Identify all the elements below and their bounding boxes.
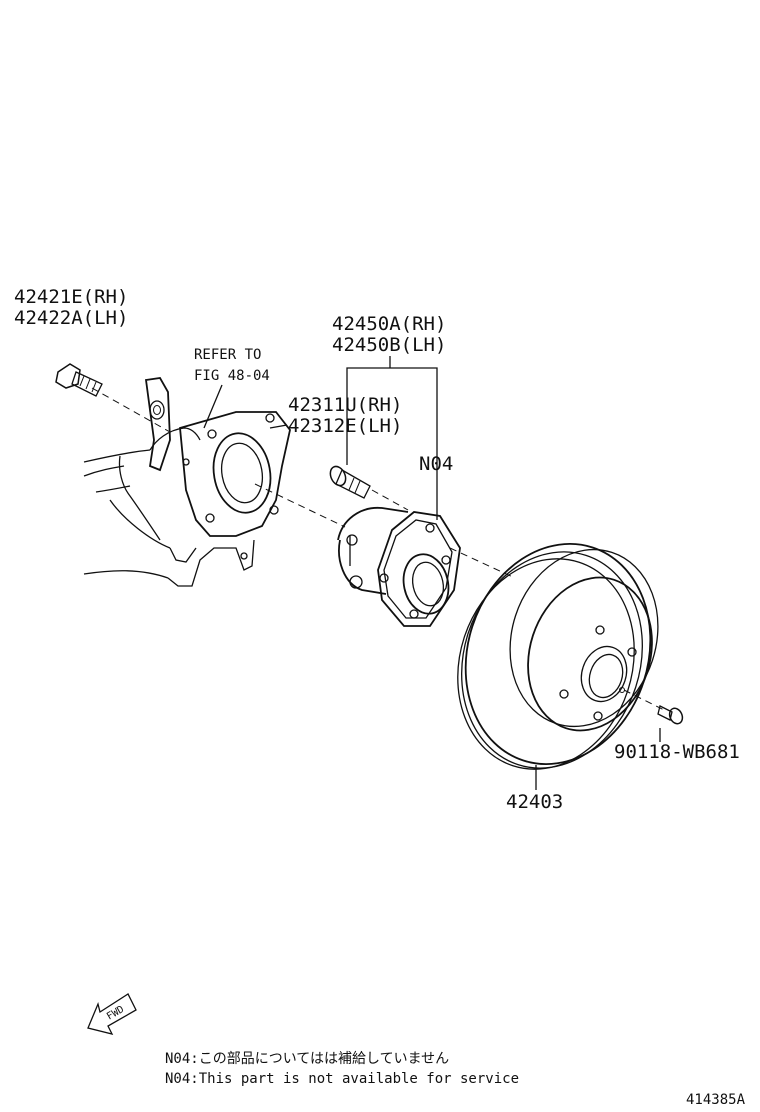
fwd-arrow-icon: FWD [87,993,137,1035]
label-knuckle-bolt-lh: 42422A(LH) [14,307,128,329]
axle-knuckle [83,377,291,587]
label-hub-bolt-rh: 42311U(RH) [288,394,402,416]
hub-bolt [329,465,371,499]
label-hub-assy-rh: 42450A(RH) [332,313,446,335]
knuckle-bolt [55,363,103,397]
label-hub-assy-lh: 42450B(LH) [332,334,446,356]
label-drum: 42403 [506,791,563,813]
figure-id: 414385A [686,1092,746,1108]
drum-screw [657,705,684,725]
label-refer-line1: REFER TO [194,347,261,363]
note-en: N04:This part is not available for servi… [165,1071,519,1087]
label-refer-line2: FIG 48-04 [194,368,270,384]
label-drum-screw: 90118-WB681 [614,741,740,763]
note-jp: N04:この部品についてはは補給していません [165,1051,449,1067]
brake-drum [457,543,659,770]
label-hub-bolt-lh: 42312E(LH) [288,415,402,437]
assembly-axis [91,387,665,711]
hub-bearing-assembly [337,507,461,627]
label-n04: N04 [419,453,453,475]
label-knuckle-bolt-rh: 42421E(RH) [14,286,128,308]
